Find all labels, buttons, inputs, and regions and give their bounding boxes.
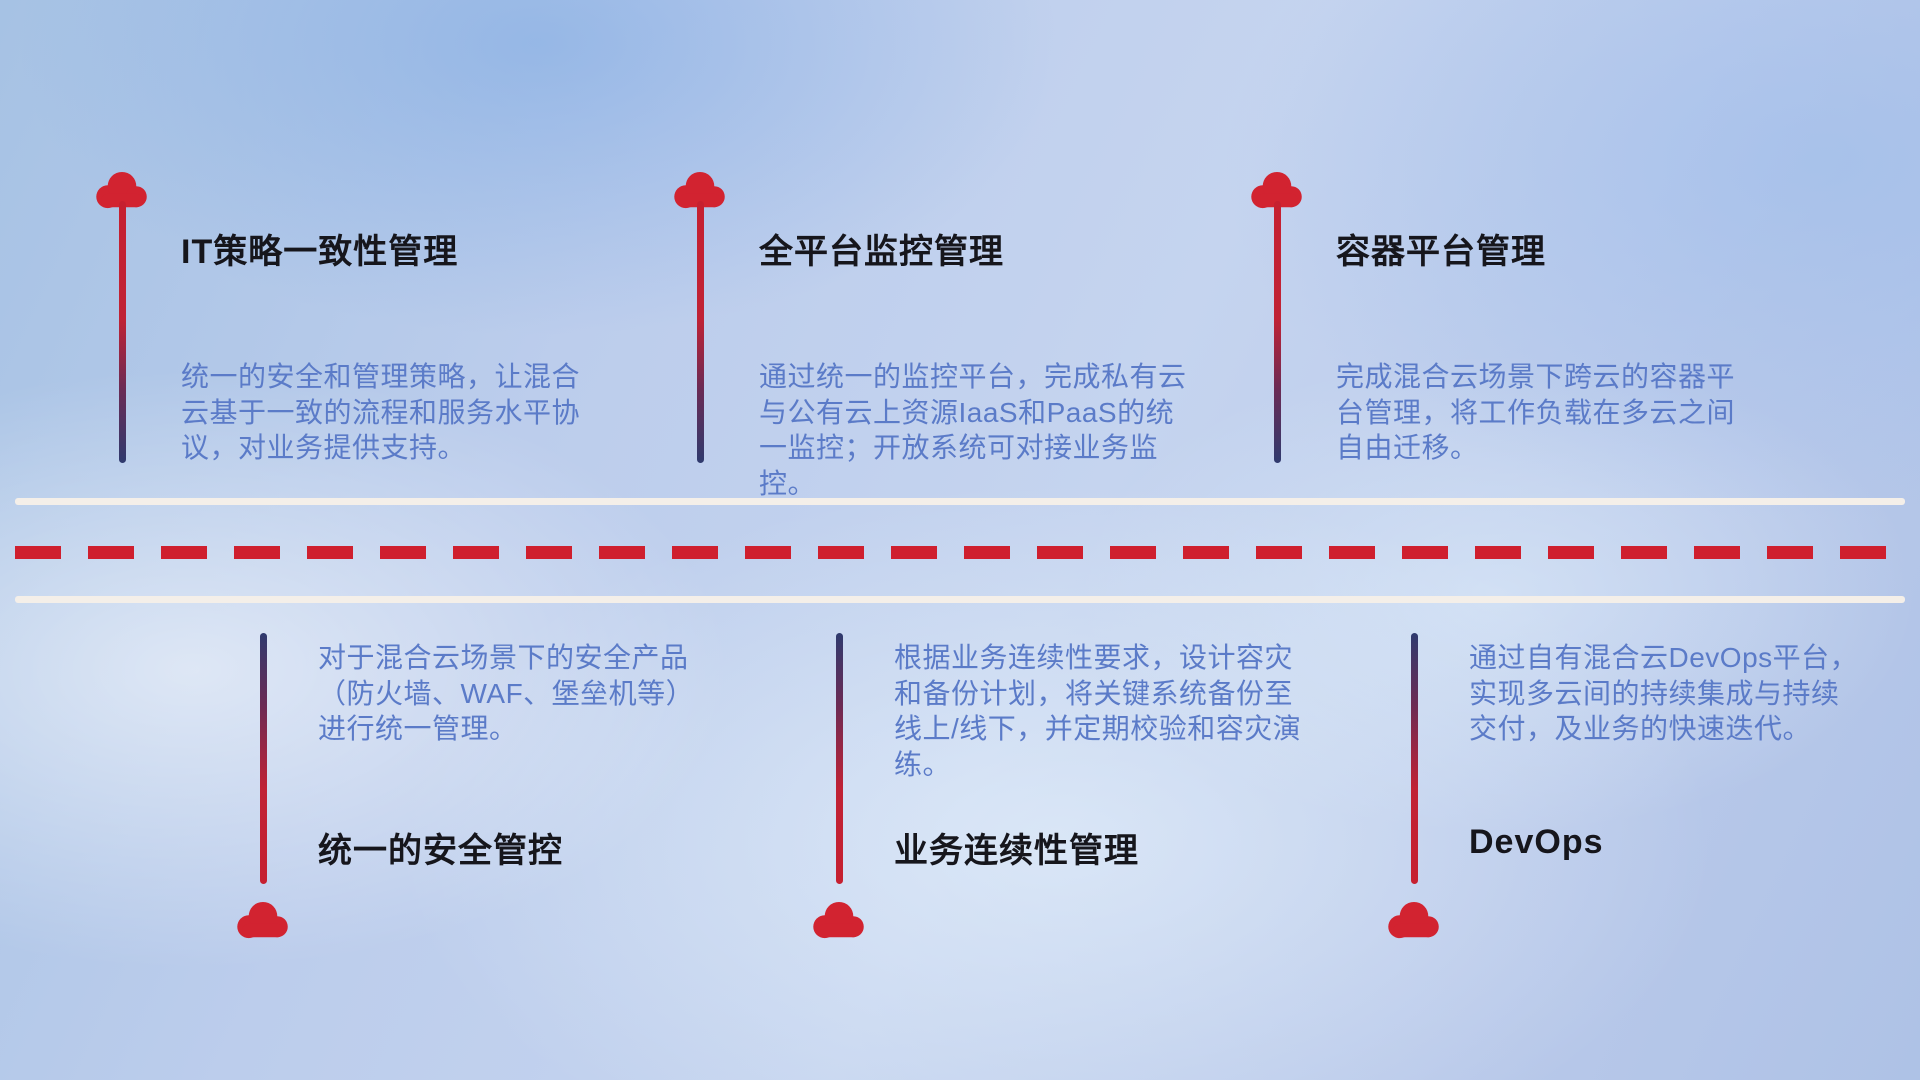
timeline-stem bbox=[835, 633, 843, 884]
node-title: 统一的安全管控 bbox=[318, 832, 563, 870]
cloud-icon bbox=[671, 171, 729, 211]
timeline-stem bbox=[1273, 201, 1281, 463]
road-bottom-line bbox=[15, 596, 1905, 603]
road-dashed-divider bbox=[15, 546, 1905, 559]
timeline-stem bbox=[696, 201, 704, 463]
node-description: 完成混合云场景下跨云的容器平台管理，将工作负载在多云之间自由迁移。 bbox=[1336, 361, 1736, 464]
timeline-stem bbox=[259, 633, 267, 884]
cloud-icon bbox=[234, 901, 292, 941]
cloud-icon bbox=[1385, 901, 1443, 941]
timeline-stem bbox=[118, 201, 126, 463]
node-title: IT策略一致性管理 bbox=[181, 233, 459, 271]
cloud-icon bbox=[810, 901, 868, 941]
timeline-stem bbox=[1410, 633, 1418, 884]
node-title: DevOps bbox=[1469, 823, 1604, 861]
node-description: 通过自有混合云DevOps平台，实现多云间的持续集成与持续交付，及业务的快速迭代… bbox=[1469, 642, 1859, 745]
node-title: 业务连续性管理 bbox=[894, 832, 1139, 870]
node-title: 全平台监控管理 bbox=[759, 233, 1004, 271]
cloud-icon bbox=[1248, 171, 1306, 211]
node-description: 统一的安全和管理策略，让混合云基于一致的流程和服务水平协议，对业务提供支持。 bbox=[181, 361, 581, 464]
node-description: 根据业务连续性要求，设计容灾和备份计划，将关键系统备份至线上/线下，并定期校验和… bbox=[894, 642, 1302, 780]
node-description: 通过统一的监控平台，完成私有云与公有云上资源IaaS和PaaS的统一监控；开放系… bbox=[759, 361, 1187, 499]
node-description: 对于混合云场景下的安全产品（防火墙、WAF、堡垒机等）进行统一管理。 bbox=[318, 642, 695, 745]
cloud-icon bbox=[93, 171, 151, 211]
node-title: 容器平台管理 bbox=[1336, 233, 1546, 271]
road-top-line bbox=[15, 498, 1905, 505]
